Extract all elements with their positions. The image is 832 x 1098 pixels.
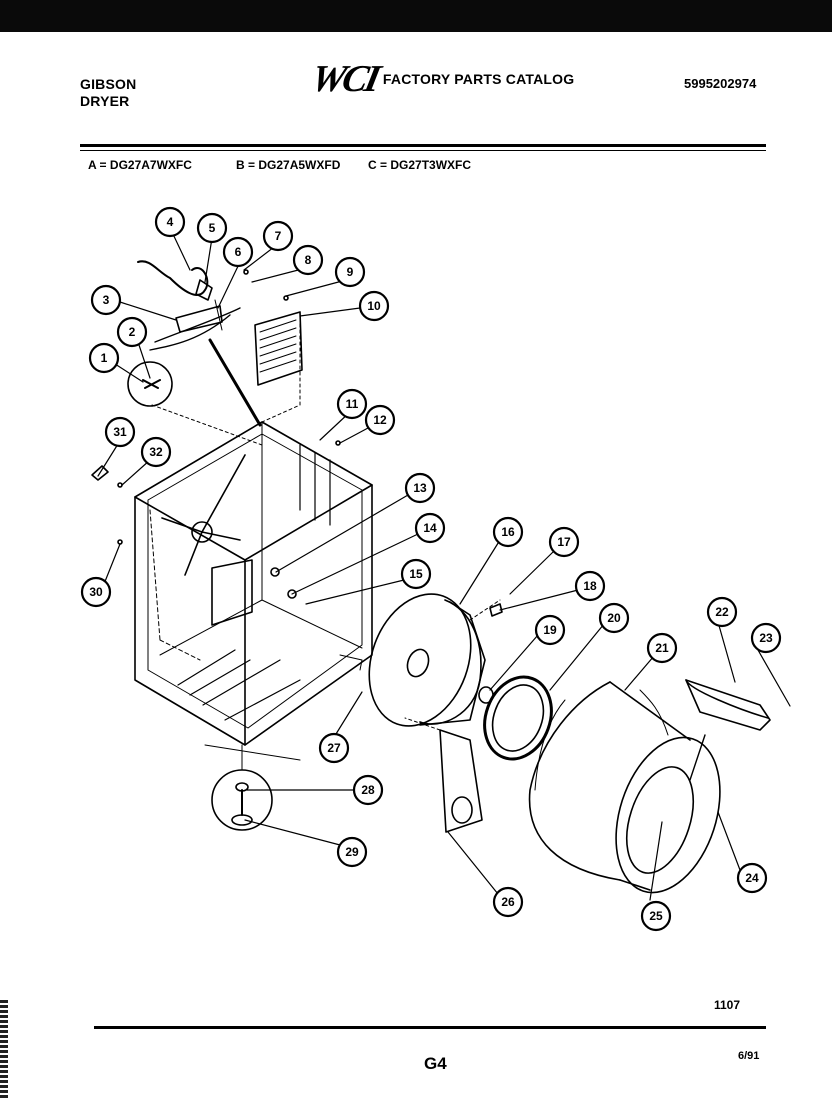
drum-drawing xyxy=(528,681,721,894)
callout-32: 32 xyxy=(140,436,172,468)
callout-4-label: 4 xyxy=(167,215,174,229)
catalog-number: 5995202974 xyxy=(684,76,757,91)
callout-20: 20 xyxy=(598,602,630,634)
catalog-title: FACTORY PARTS CATALOG xyxy=(382,71,575,87)
callout-labels: 1 2 3 4 5 6 7 8 9 10 11 12 13 14 15 16 1… xyxy=(80,206,782,932)
callout-19: 19 xyxy=(534,614,566,646)
callout-19-label: 19 xyxy=(543,623,557,637)
callout-4: 4 xyxy=(154,206,186,238)
callout-25: 25 xyxy=(640,900,672,932)
callout-6-label: 6 xyxy=(235,245,242,259)
callout-26-label: 26 xyxy=(501,895,515,909)
callout-3: 3 xyxy=(90,284,122,316)
product-type: DRYER xyxy=(80,93,130,109)
footer-rule xyxy=(94,1026,766,1029)
callout-26: 26 xyxy=(492,886,524,918)
leader-lines xyxy=(97,231,791,901)
callout-15: 15 xyxy=(400,558,432,590)
catalog-header: WCI FACTORY PARTS CATALOG xyxy=(308,58,575,100)
callout-21: 21 xyxy=(646,632,678,664)
callout-10-label: 10 xyxy=(367,299,381,313)
callout-5-label: 5 xyxy=(209,221,216,235)
callout-9-label: 9 xyxy=(347,265,354,279)
callout-14: 14 xyxy=(414,512,446,544)
callout-16-label: 16 xyxy=(501,525,515,539)
callout-5: 5 xyxy=(196,212,228,244)
callout-12: 12 xyxy=(364,404,396,436)
model-b: B = DG27A5WXFD xyxy=(236,158,341,172)
callout-13: 13 xyxy=(404,472,436,504)
callout-22: 22 xyxy=(706,596,738,628)
callout-8-label: 8 xyxy=(305,253,312,267)
callout-31: 31 xyxy=(104,416,136,448)
callout-9: 9 xyxy=(334,256,366,288)
callout-25-label: 25 xyxy=(649,909,663,923)
callout-28-label: 28 xyxy=(361,783,375,797)
callout-1-label: 1 xyxy=(101,351,108,365)
scan-top-bar xyxy=(0,0,832,32)
callout-14-label: 14 xyxy=(423,521,437,535)
callout-30-label: 30 xyxy=(89,585,103,599)
callout-15-label: 15 xyxy=(409,567,423,581)
callout-27-label: 27 xyxy=(327,741,341,755)
header-rule-thin xyxy=(80,150,766,151)
header-rule-thick xyxy=(80,144,766,147)
callout-22-label: 22 xyxy=(715,605,729,619)
callout-17-label: 17 xyxy=(557,535,571,549)
brand-name: GIBSON xyxy=(80,76,137,92)
print-date: 6/91 xyxy=(738,1050,760,1062)
scan-edge-stamp xyxy=(0,1000,8,1098)
callout-20-label: 20 xyxy=(607,611,621,625)
page-reference: 1107 xyxy=(714,998,741,1012)
callout-24-label: 24 xyxy=(745,871,759,885)
model-a: A = DG27A7WXFC xyxy=(88,158,192,172)
model-c: C = DG27T3WXFC xyxy=(368,158,472,172)
front-bulkhead-drawing xyxy=(368,593,501,727)
page-code: G4 xyxy=(424,1054,447,1073)
callout-30: 30 xyxy=(80,576,112,608)
callout-18: 18 xyxy=(574,570,606,602)
callout-12-label: 12 xyxy=(373,413,387,427)
callout-2: 2 xyxy=(116,316,148,348)
callout-23: 23 xyxy=(750,622,782,654)
callout-16: 16 xyxy=(492,516,524,548)
callout-7: 7 xyxy=(262,220,294,252)
callout-7-label: 7 xyxy=(275,229,282,243)
callout-11-label: 11 xyxy=(346,397,359,411)
callout-6: 6 xyxy=(222,236,254,268)
callout-24: 24 xyxy=(736,862,768,894)
callout-1: 1 xyxy=(88,342,120,374)
callout-32-label: 32 xyxy=(149,445,163,459)
callout-23-label: 23 xyxy=(759,631,773,645)
callout-2-label: 2 xyxy=(129,325,136,339)
callout-3-label: 3 xyxy=(103,293,110,307)
callout-27: 27 xyxy=(318,732,350,764)
baffle-drawing xyxy=(685,679,771,781)
callout-29: 29 xyxy=(336,836,368,868)
callout-21-label: 21 xyxy=(655,641,669,655)
callout-31-label: 31 xyxy=(113,425,127,439)
callout-13-label: 13 xyxy=(413,481,427,495)
brand-block: GIBSON DRYER xyxy=(80,76,136,110)
callout-10: 10 xyxy=(358,290,390,322)
callout-28: 28 xyxy=(352,774,384,806)
callout-8: 8 xyxy=(292,244,324,276)
top-bracket-parts xyxy=(127,260,263,446)
callout-18-label: 18 xyxy=(583,579,597,593)
callout-11: 11 xyxy=(336,388,368,420)
leveling-leg-drawing xyxy=(211,769,273,831)
bearing-panel-drawing xyxy=(404,717,483,833)
callout-29-label: 29 xyxy=(345,845,359,859)
vent-grille-drawing xyxy=(254,311,303,423)
cabinet-drawing xyxy=(134,421,373,771)
callout-17: 17 xyxy=(548,526,580,558)
